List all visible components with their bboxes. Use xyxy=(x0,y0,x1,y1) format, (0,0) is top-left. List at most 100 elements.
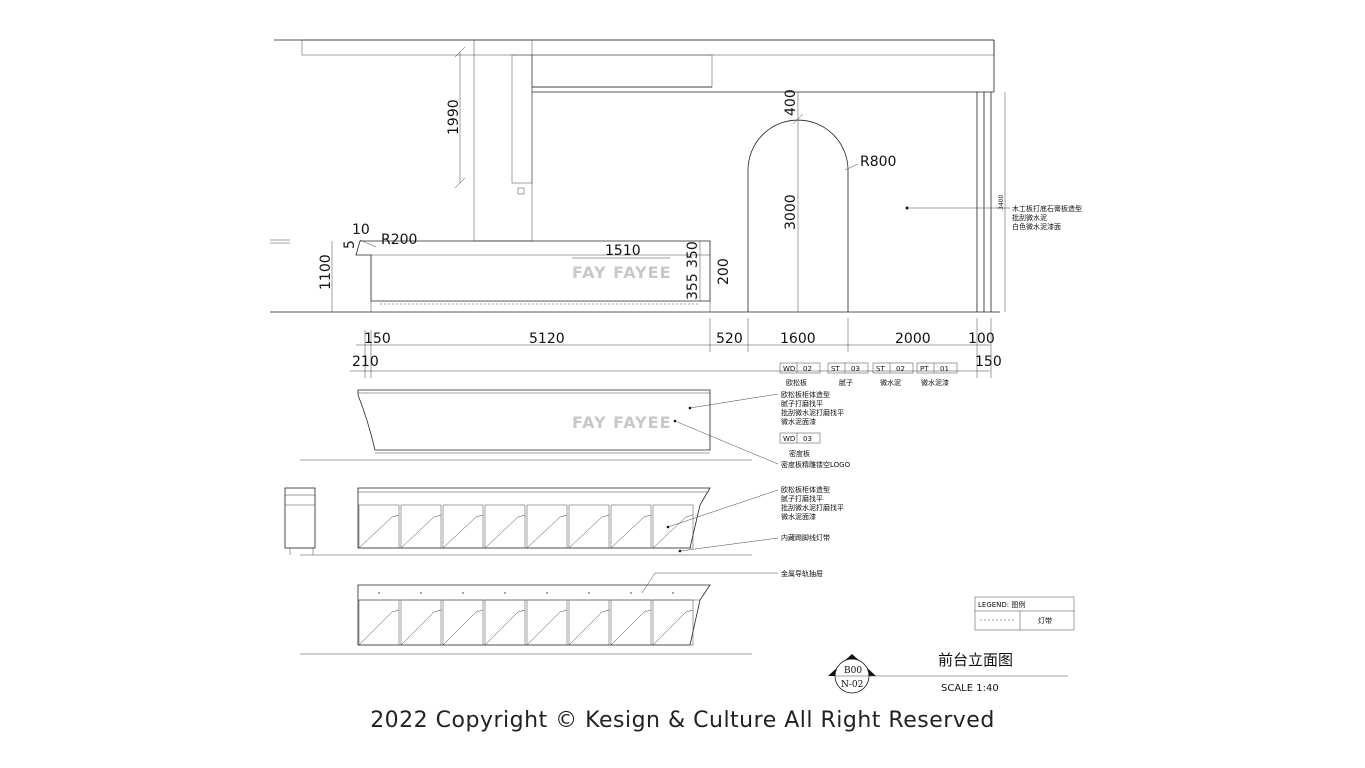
dim-2000: 2000 xyxy=(895,331,931,347)
dim-100: 100 xyxy=(968,331,995,347)
dim-3400: 3400 xyxy=(998,195,1005,210)
door-swing-line xyxy=(652,609,694,646)
note-drawer: 金属导轨抽屉 xyxy=(781,569,823,578)
title-block: B00 N-02 前台立面图 SCALE 1:40 xyxy=(828,651,1068,694)
dim-150-left: 150 xyxy=(364,331,391,347)
svg-text:WD: WD xyxy=(783,435,795,443)
dim-355: 355 xyxy=(685,273,701,300)
tag-st03: ST 03 腻子 xyxy=(827,362,869,387)
main-elevation: FAY FAYEE xyxy=(270,39,1000,313)
front-logo: FAY FAYEE xyxy=(572,413,672,432)
dim-350: 350 xyxy=(685,241,701,268)
svg-text:ST: ST xyxy=(876,365,885,373)
dim-1510: 1510 xyxy=(605,243,641,259)
door-swing-line xyxy=(526,609,568,646)
tile-strip xyxy=(511,54,533,184)
door-swing-line xyxy=(442,609,484,646)
svg-text:木工板打底石膏板造型: 木工板打底石膏板造型 xyxy=(1012,204,1082,213)
svg-text:WD: WD xyxy=(783,365,795,373)
legend-item: 灯带 xyxy=(1038,616,1052,625)
dimensions: 1990 400 3000 R800 3400 10 5 R200 1100 1… xyxy=(318,46,1006,378)
drawer-handle xyxy=(504,592,506,594)
tag-pt01: PT 01 微水泥漆 xyxy=(916,362,958,387)
svg-text:腻子打磨找平: 腻子打磨找平 xyxy=(781,399,823,408)
svg-text:密度板: 密度板 xyxy=(789,449,810,458)
counter-logo: FAY FAYEE xyxy=(572,263,672,282)
dim-1990: 1990 xyxy=(446,99,462,135)
drawing-scale: SCALE 1:40 xyxy=(941,683,999,694)
drawer-front xyxy=(652,599,694,646)
svg-text:03: 03 xyxy=(851,365,860,373)
sheet-number: N-02 xyxy=(841,680,863,690)
column xyxy=(473,39,533,242)
dim-5: 5 xyxy=(342,240,358,249)
cabinet-doors xyxy=(358,504,694,549)
dim-10: 10 xyxy=(352,222,370,238)
svg-text:03: 03 xyxy=(803,435,812,443)
legend-title: LEGEND: 图例 xyxy=(978,600,1025,609)
svg-text:腻子打磨找平: 腻子打磨找平 xyxy=(781,494,823,503)
svg-text:欧松板柜体造型: 欧松板柜体造型 xyxy=(781,390,830,399)
svg-text:01: 01 xyxy=(940,365,949,373)
svg-text:02: 02 xyxy=(803,365,812,373)
counter-front-view: FAY FAYEE 欧松板柜体造型 腻子打磨找平 批刮微水泥打磨找平 微水泥面漆… xyxy=(300,389,851,469)
svg-text:批刮微水泥打磨找平: 批刮微水泥打磨找平 xyxy=(781,408,844,417)
dim-5120: 5120 xyxy=(529,331,565,347)
dim-1100: 1100 xyxy=(318,254,334,290)
drawer-handle xyxy=(630,592,632,594)
door-swing-line xyxy=(358,609,400,646)
svg-text:02: 02 xyxy=(896,365,905,373)
svg-text:欧松板: 欧松板 xyxy=(786,378,807,387)
cabinet-door xyxy=(442,504,484,549)
door-swing-line xyxy=(400,514,442,549)
counter-back-view: 欧松板柜体造型 腻子打磨找平 批刮微水泥打磨找平 微水泥面漆 内藏踢脚线灯带 xyxy=(284,485,844,556)
note-led: 内藏踢脚线灯带 xyxy=(781,533,830,542)
ceiling-slab xyxy=(301,39,995,56)
dim-520: 520 xyxy=(716,331,743,347)
drawer-handle xyxy=(378,592,380,594)
copyright-footer: 2022 Copyright © Kesign & Culture All Ri… xyxy=(370,708,995,733)
cabinet-door xyxy=(400,504,442,549)
drawer-front xyxy=(400,599,442,646)
door-swing-line xyxy=(652,514,694,549)
cabinet-door xyxy=(610,504,652,549)
svg-text:批刮微水泥打磨找平: 批刮微水泥打磨找平 xyxy=(781,503,844,512)
drawer-handle xyxy=(462,592,464,594)
dim-210: 210 xyxy=(352,354,379,370)
dim-150-right: 150 xyxy=(975,354,1002,370)
beam xyxy=(531,54,713,88)
legend-box: LEGEND: 图例 灯带 xyxy=(974,596,1075,631)
cabinet-door xyxy=(484,504,526,549)
cabinet-door xyxy=(358,504,400,549)
door-swing-line xyxy=(484,609,526,646)
door-swing-line xyxy=(442,514,484,549)
drawer-handle xyxy=(546,592,548,594)
drawer-handle xyxy=(420,592,422,594)
svg-text:欧松板柜体造型: 欧松板柜体造型 xyxy=(781,485,830,494)
door-swing-line xyxy=(484,514,526,549)
cabinet-door xyxy=(526,504,568,549)
drawer-fronts xyxy=(358,592,694,646)
dim-400: 400 xyxy=(783,89,799,116)
counter-drawer-view: 金属导轨抽屉 xyxy=(300,569,823,655)
svg-text:微水泥面漆: 微水泥面漆 xyxy=(781,512,816,521)
svg-text:微水泥面漆: 微水泥面漆 xyxy=(781,417,816,426)
dim-r800: R800 xyxy=(860,154,896,170)
tag-wd02: WD 02 欧松板 xyxy=(779,362,821,387)
cabinet-door xyxy=(652,504,694,549)
svg-text:微水泥漆: 微水泥漆 xyxy=(921,378,949,387)
door-swing-line xyxy=(526,514,568,549)
drawer-front xyxy=(568,599,610,646)
wall-note: 木工板打底石膏板造型 批刮微水泥 白色微水泥漆面 xyxy=(905,204,1082,231)
door-swing-line xyxy=(610,609,652,646)
drawer-front xyxy=(526,599,568,646)
drawer-handle xyxy=(588,592,590,594)
svg-text:微水泥: 微水泥 xyxy=(880,378,901,387)
tag-st02: ST 02 微水泥 xyxy=(872,362,914,387)
drawer-front xyxy=(484,599,526,646)
door-swing-line xyxy=(568,609,610,646)
svg-text:批刮微水泥: 批刮微水泥 xyxy=(1012,213,1047,222)
svg-text:腻子: 腻子 xyxy=(839,378,853,387)
svg-text:ST: ST xyxy=(831,365,840,373)
